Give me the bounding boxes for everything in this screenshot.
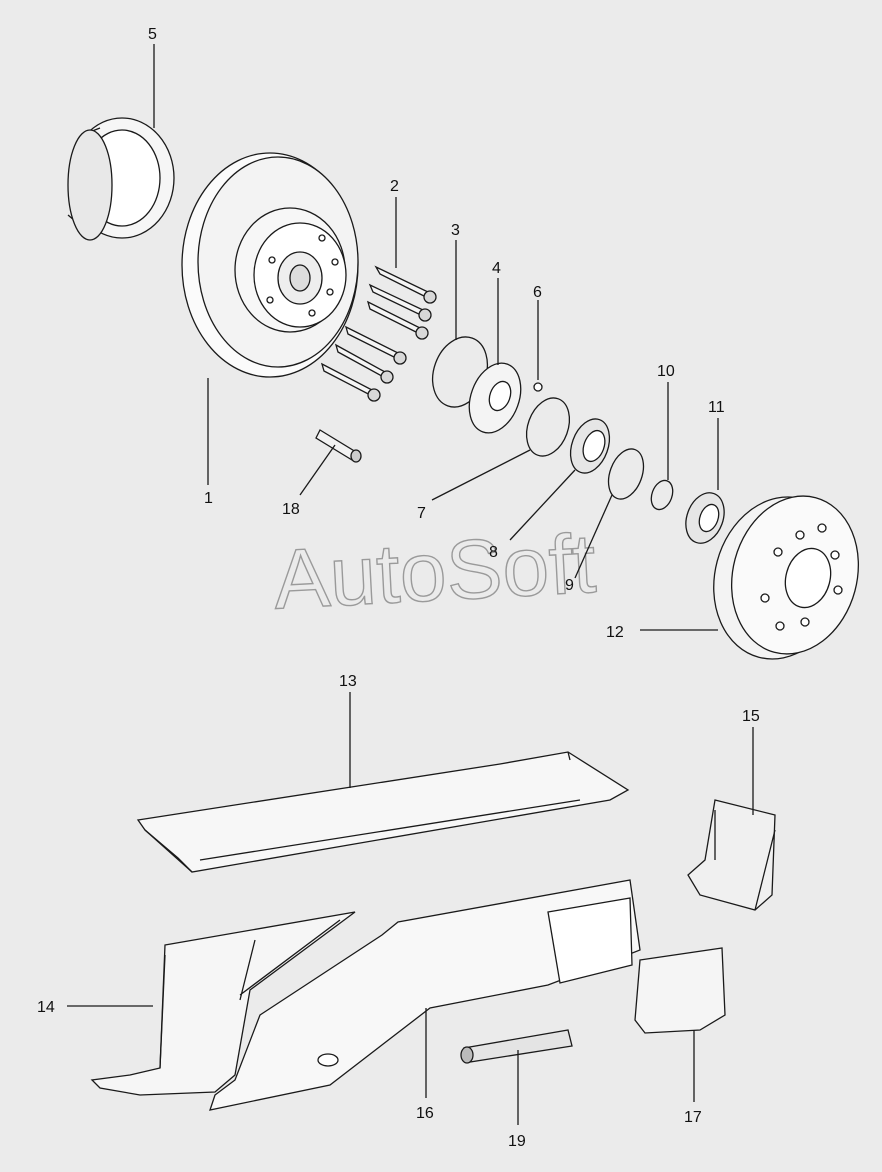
part-14-frame: [90, 911, 356, 1096]
callout-6: 6: [533, 284, 542, 301]
part-1-pulley-disc: [181, 152, 359, 378]
callout-14: 14: [37, 999, 55, 1016]
part-16-frame: [209, 879, 641, 1111]
callout-18: 18: [282, 501, 300, 518]
callout-17: 17: [684, 1109, 702, 1126]
part-11-bearing: [685, 492, 725, 544]
part-19-tube: [460, 1029, 573, 1064]
part-17-plate: [634, 947, 726, 1034]
callout-11: 11: [708, 399, 725, 416]
part-2-bolts: [320, 265, 437, 402]
callout-15: 15: [742, 708, 760, 725]
part-7-ring: [525, 397, 571, 457]
part-6-ball: [533, 382, 543, 392]
callout-3: 3: [451, 222, 460, 239]
part-9-circlip: [607, 448, 645, 500]
callout-4: 4: [492, 260, 501, 277]
part-10-ring: [650, 479, 674, 511]
callout-13: 13: [339, 673, 357, 690]
part-8-bearing: [569, 418, 611, 474]
part-18-pin: [315, 429, 362, 463]
callout-19: 19: [508, 1133, 526, 1150]
part-4-flange: [468, 362, 522, 434]
callout-2: 2: [390, 178, 399, 195]
callout-7: 7: [417, 505, 426, 522]
callout-16: 16: [416, 1105, 434, 1122]
part-5-ring: [67, 117, 175, 241]
leader-lines: [67, 44, 754, 1125]
callout-9: 9: [565, 577, 574, 594]
part-13-cover: [136, 751, 630, 873]
callouts: 1 2 3 4 5 6 7 8 9 10 11 12 13 14 15 16 1…: [37, 26, 760, 1150]
callout-5: 5: [148, 26, 157, 43]
part-12-pulley: [713, 495, 860, 660]
watermark: AutoSoft: [271, 516, 598, 627]
callout-12: 12: [606, 624, 624, 641]
callout-10: 10: [657, 363, 675, 380]
part-15-bracket: [687, 799, 776, 911]
callout-8: 8: [489, 544, 498, 561]
callout-1: 1: [204, 490, 213, 507]
